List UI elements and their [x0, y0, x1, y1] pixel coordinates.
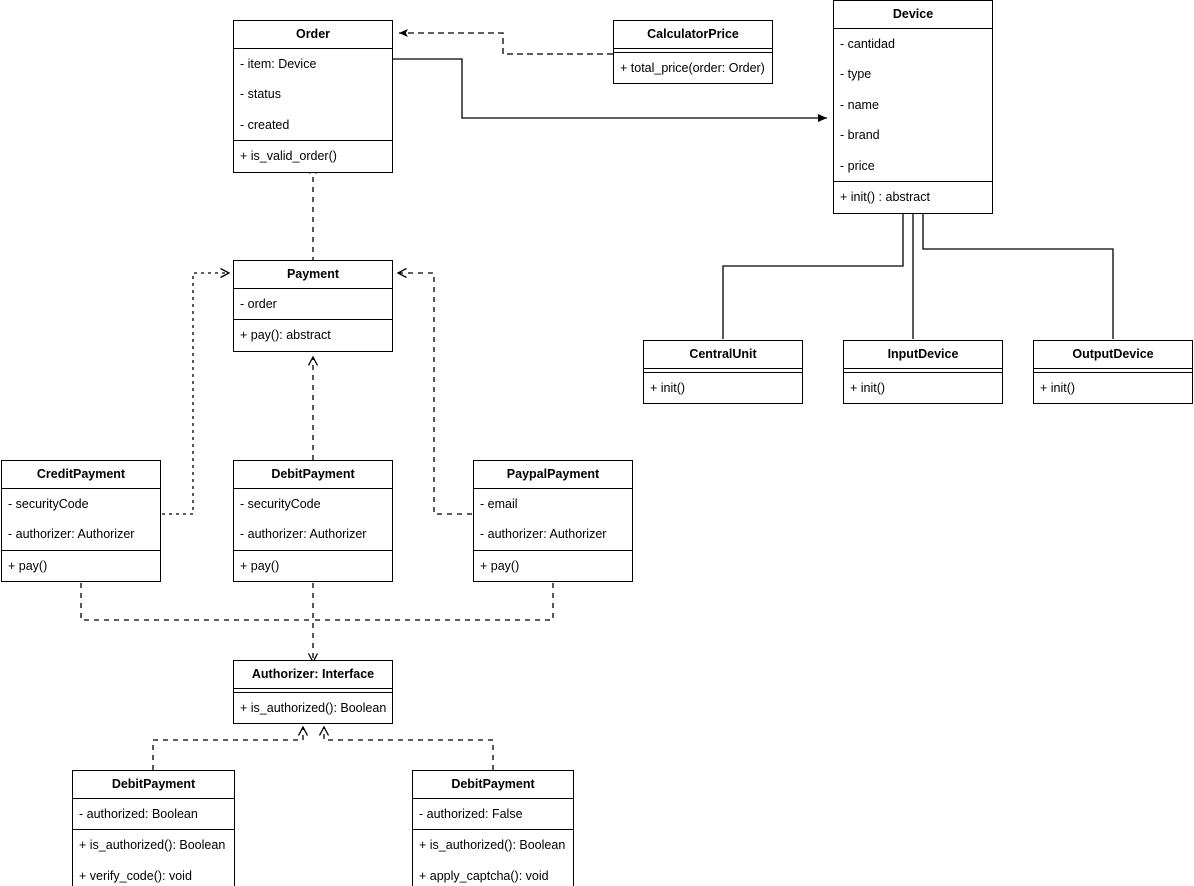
class-methods-authorizer: + is_authorized(): Boolean [234, 693, 392, 724]
class-attributes-paypalpayment: - email - authorizer: Authorizer [474, 489, 632, 551]
class-method: + verify_code(): void [79, 868, 192, 883]
class-attributes-authorizer-impl-left: - authorized: Boolean [73, 799, 234, 830]
class-attribute: - status [240, 87, 281, 101]
class-attribute: - name [840, 97, 879, 112]
class-attribute: - authorizer: Authorizer [480, 527, 607, 541]
class-method: + is_authorized(): Boolean [240, 700, 387, 715]
class-method: + init() : abstract [840, 190, 930, 204]
class-title-paypalpayment: PaypalPayment [474, 461, 632, 489]
class-title-centralunit: CentralUnit [644, 341, 802, 369]
class-method: + init() [650, 380, 686, 395]
class-box-device[interactable]: Device - cantidad - type - name - brand … [833, 0, 993, 214]
class-title-calculatorprice: CalculatorPrice [614, 21, 772, 49]
class-methods-inputdevice: + init() [844, 373, 1002, 404]
class-method: + is_valid_order() [240, 149, 337, 163]
class-title-authorizer-impl-right: DebitPayment [413, 771, 573, 799]
edge-authorizer-impl-left-to-authorizer [152, 727, 303, 770]
class-title-device: Device [834, 1, 992, 29]
class-attributes-outputdevice [1034, 369, 1192, 373]
class-method: + apply_captcha(): void [419, 868, 549, 883]
class-attribute: - securityCode [240, 496, 321, 511]
class-methods-order: + is_valid_order() [234, 141, 392, 172]
class-box-authorizer-impl-left[interactable]: DebitPayment - authorized: Boolean + is_… [72, 770, 235, 886]
class-box-debitpayment[interactable]: DebitPayment - securityCode - authorizer… [233, 460, 393, 582]
class-title-debitpayment: DebitPayment [234, 461, 392, 489]
class-methods-payment: + pay(): abstract [234, 320, 392, 351]
class-methods-creditpayment: + pay() [2, 551, 160, 582]
class-attributes-authorizer-impl-right: - authorized: False [413, 799, 573, 830]
class-attribute: - created [240, 117, 290, 132]
class-attribute: - brand [840, 128, 880, 142]
class-attribute: - authorized: Boolean [79, 806, 198, 821]
class-box-order[interactable]: Order - item: Device - status - created … [233, 20, 393, 173]
class-box-paypalpayment[interactable]: PaypalPayment - email - authorizer: Auth… [473, 460, 633, 582]
class-methods-paypalpayment: + pay() [474, 551, 632, 582]
class-box-payment[interactable]: Payment - order + pay(): abstract [233, 260, 393, 352]
edge-calculatorprice-to-order [399, 29, 613, 55]
class-attribute: - authorizer: Authorizer [8, 527, 135, 541]
class-title-inputdevice: InputDevice [844, 341, 1002, 369]
class-attributes-calculatorprice [614, 49, 772, 53]
class-attributes-debitpayment: - securityCode - authorizer: Authorizer [234, 489, 392, 551]
edge-outputdevice-to-device [919, 200, 1114, 339]
class-attribute: - price [840, 158, 875, 173]
class-methods-debitpayment: + pay() [234, 551, 392, 582]
class-methods-device: + init() : abstract [834, 182, 992, 213]
class-attribute: - cantidad [840, 36, 895, 51]
edge-authorizer-impl-right-to-authorizer [324, 727, 494, 770]
class-methods-outputdevice: + init() [1034, 373, 1192, 404]
edge-creditpayment-to-payment [162, 273, 229, 515]
class-title-creditpayment: CreditPayment [2, 461, 160, 489]
edge-centralunit-to-device [722, 200, 907, 339]
class-title-payment: Payment [234, 261, 392, 289]
class-method: + is_authorized(): Boolean [419, 838, 566, 852]
class-attributes-centralunit [644, 369, 802, 373]
class-method: + total_price(order: Order) [620, 60, 765, 75]
class-attribute: - order [240, 296, 277, 311]
class-attribute: - securityCode [8, 496, 89, 511]
class-box-creditpayment[interactable]: CreditPayment - securityCode - authorize… [1, 460, 161, 582]
class-attribute: - item: Device [240, 56, 317, 71]
class-method: + init() [1040, 380, 1076, 395]
class-methods-centralunit: + init() [644, 373, 802, 404]
class-title-authorizer: Authorizer: Interface [234, 661, 392, 689]
class-attributes-order: - item: Device - status - created [234, 49, 392, 141]
class-box-authorizer-impl-right[interactable]: DebitPayment - authorized: False + is_au… [412, 770, 574, 886]
class-attribute: - email [480, 496, 518, 511]
class-title-authorizer-impl-left: DebitPayment [73, 771, 234, 799]
class-methods-authorizer-impl-left: + is_authorized(): Boolean + verify_code… [73, 830, 234, 886]
class-attribute: - authorizer: Authorizer [240, 527, 367, 541]
class-box-authorizer[interactable]: Authorizer: Interface + is_authorized():… [233, 660, 393, 724]
class-method: + is_authorized(): Boolean [79, 838, 226, 852]
class-attributes-inputdevice [844, 369, 1002, 373]
class-method: + init() [850, 380, 886, 395]
class-attribute: - authorized: False [419, 806, 523, 821]
class-box-inputdevice[interactable]: InputDevice + init() [843, 340, 1003, 404]
class-method: + pay(): abstract [240, 328, 331, 342]
class-attributes-payment: - order [234, 289, 392, 320]
class-method: + pay() [240, 558, 280, 573]
class-methods-calculatorprice: + total_price(order: Order) [614, 53, 772, 84]
class-method: + pay() [480, 558, 520, 573]
class-attributes-authorizer [234, 689, 392, 693]
class-attributes-creditpayment: - securityCode - authorizer: Authorizer [2, 489, 160, 551]
class-box-outputdevice[interactable]: OutputDevice + init() [1033, 340, 1193, 404]
class-box-calculatorprice[interactable]: CalculatorPrice + total_price(order: Ord… [613, 20, 773, 84]
class-title-outputdevice: OutputDevice [1034, 341, 1192, 369]
class-attribute: - type [840, 67, 872, 81]
class-methods-authorizer-impl-right: + is_authorized(): Boolean + apply_captc… [413, 830, 573, 886]
class-title-order: Order [234, 21, 392, 49]
class-box-centralunit[interactable]: CentralUnit + init() [643, 340, 803, 404]
edge-paypalpayment-to-payment [398, 273, 472, 515]
class-method: + pay() [8, 558, 48, 573]
class-attributes-device: - cantidad - type - name - brand - price [834, 29, 992, 182]
